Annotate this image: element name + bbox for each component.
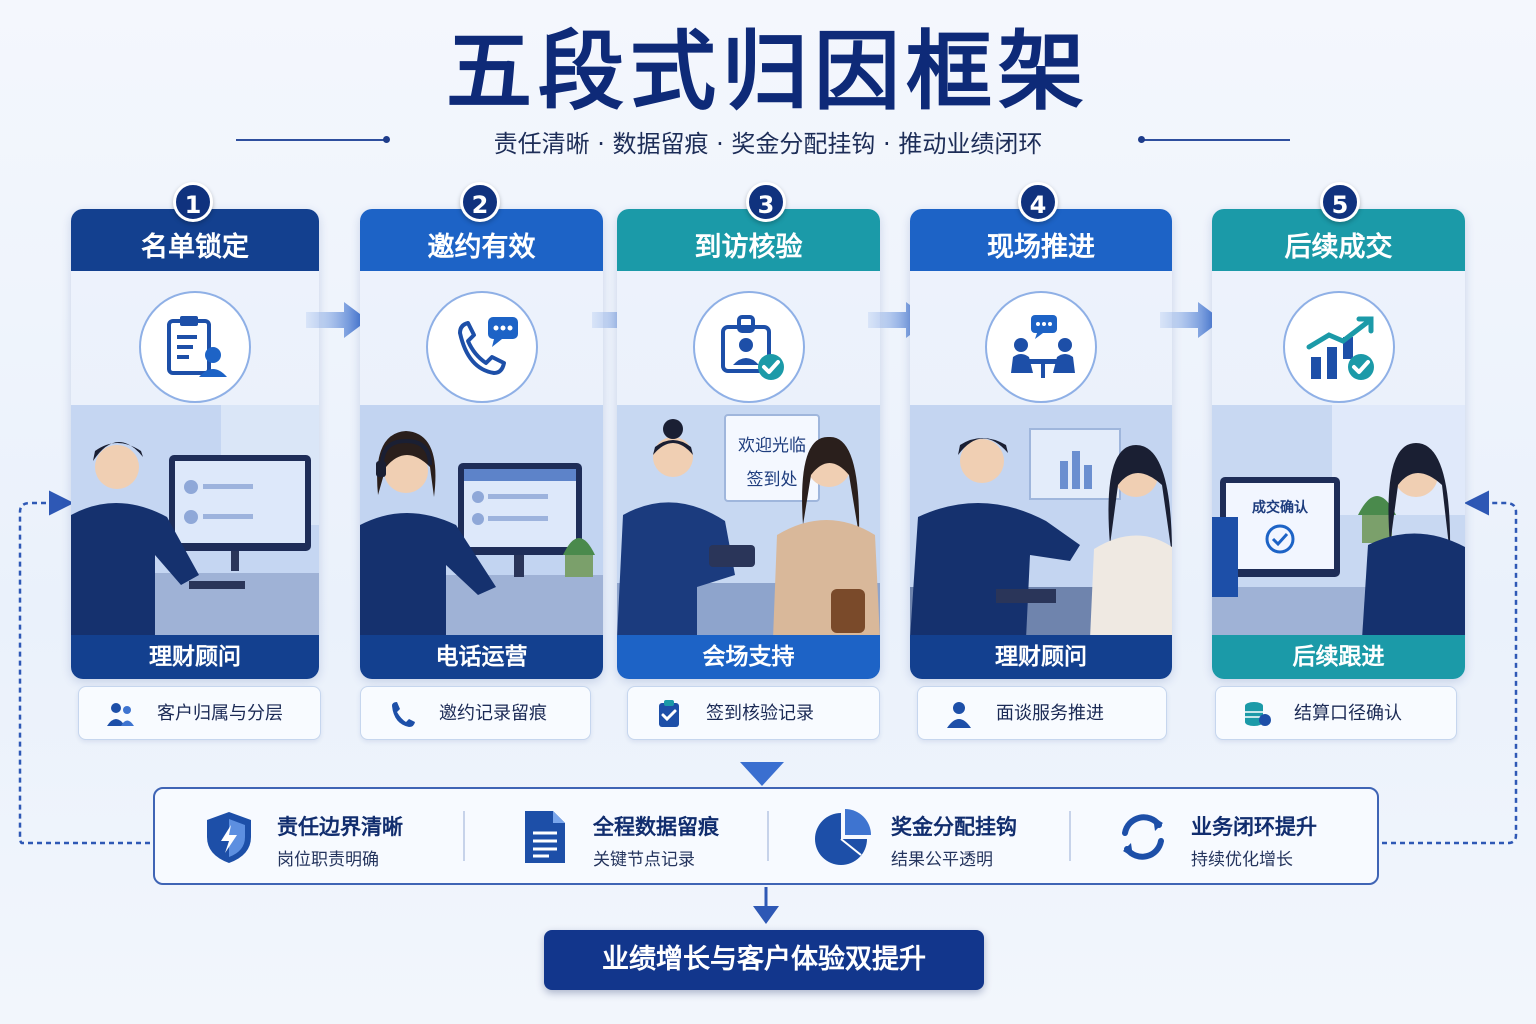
clipboard-check-icon	[659, 700, 679, 727]
step-detail-text: 客户归属与分层	[157, 703, 283, 724]
pillar-subtitle: 持续优化增长	[1191, 850, 1293, 870]
step-title: 到访核验	[617, 209, 880, 271]
pillar-title: 奖金分配挂钩	[891, 815, 1017, 839]
pillar-title: 业务闭环提升	[1191, 815, 1317, 839]
step-detail-tag: 面谈服务推进	[917, 686, 1167, 740]
step-number-badge: 3	[746, 182, 786, 222]
step-role-label: 后续跟进	[1212, 635, 1465, 679]
benefits-panel: 责任边界清晰 岗位职责明确 全程数据留痕 关键节点记录 奖金分配挂钩 结果公平透…	[153, 787, 1379, 885]
step-detail-text: 签到核验记录	[706, 703, 814, 724]
step-role-label: 理财顾问	[910, 635, 1172, 679]
scene-check-in-desk: 欢迎光临 签到处	[617, 405, 880, 639]
step-detail-tag: 邀约记录留痕	[360, 686, 591, 740]
step-card-onsite-promotion: 现场推进 理财顾问	[910, 209, 1172, 679]
subtitle-divider-left	[236, 139, 386, 141]
scene-phone-operator	[360, 405, 603, 639]
cycle-arrows-icon	[1122, 814, 1164, 860]
welcome-sign-line2: 签到处	[746, 470, 798, 490]
step-title: 现场推进	[910, 209, 1172, 271]
step-card-list-lock: 名单锁定 理财顾问	[71, 209, 319, 679]
step-title: 名单锁定	[71, 209, 319, 271]
result-banner: 业绩增长与客户体验双提升	[544, 930, 984, 990]
shield-icon	[207, 812, 251, 863]
step-detail-tag: 客户归属与分层	[78, 686, 321, 740]
step-number-badge: 4	[1018, 182, 1058, 222]
pillar-title: 全程数据留痕	[593, 815, 719, 839]
step-number-badge: 1	[173, 182, 213, 222]
step-detail-tag: 结算口径确认	[1215, 686, 1457, 740]
pie-chart-icon	[815, 809, 871, 865]
pillar-subtitle: 岗位职责明确	[277, 850, 379, 870]
step-card-visit-verification: 到访核验 欢迎光临 签到处 会场支持	[617, 209, 880, 679]
pillar-subtitle: 关键节点记录	[593, 850, 695, 870]
scene-advisor-consultation	[910, 405, 1172, 639]
page-title: 五段式归因框架	[446, 22, 1090, 122]
arrow-right-icon	[306, 302, 368, 338]
subtitle-divider-right	[1140, 139, 1290, 141]
step-detail-tag: 签到核验记录	[627, 686, 880, 740]
deal-confirm-screen-text: 成交确认	[1252, 500, 1308, 516]
step-role-label: 电话运营	[360, 635, 603, 679]
step-role-label: 会场支持	[617, 635, 880, 679]
phone-icon	[392, 702, 415, 727]
pillar-divider	[1069, 811, 1071, 861]
page-subtitle: 责任清晰 · 数据留痕 · 奖金分配挂钩 · 推动业绩闭环	[493, 130, 1043, 158]
step-role-label: 理财顾问	[71, 635, 319, 679]
coins-icon	[1245, 702, 1271, 726]
person-icon	[947, 702, 971, 728]
users-icon	[107, 703, 134, 726]
step-detail-text: 面谈服务推进	[996, 703, 1104, 724]
pillar-responsibility: 责任边界清晰 岗位职责明确	[201, 789, 451, 883]
pillar-divider	[463, 811, 465, 861]
welcome-sign-line1: 欢迎光临	[738, 436, 806, 456]
step-detail-text: 邀约记录留痕	[439, 703, 547, 724]
arrow-right-icon	[1160, 302, 1222, 338]
step-detail-text: 结算口径确认	[1294, 703, 1402, 724]
step-card-valid-invitation: 邀约有效 电话运营	[360, 209, 603, 679]
pillar-subtitle: 结果公平透明	[891, 850, 993, 870]
meeting-icon	[985, 291, 1097, 403]
growth-check-icon	[1282, 291, 1395, 403]
pillar-title: 责任边界清晰	[277, 815, 403, 839]
subtitle-divider-dot-left	[383, 136, 390, 143]
step-number-badge: 2	[460, 182, 500, 222]
pillar-bonus-allocation: 奖金分配挂钩 结果公平透明	[815, 789, 1065, 883]
scene-deal-confirmation: 成交确认	[1212, 405, 1465, 639]
clipboard-user-icon	[139, 291, 251, 403]
badge-check-icon	[692, 291, 805, 403]
pillar-business-loop: 业务闭环提升 持续优化增长	[1115, 789, 1365, 883]
pillar-data-trace: 全程数据留痕 关键节点记录	[517, 789, 767, 883]
subtitle-divider-dot-right	[1138, 136, 1145, 143]
document-icon	[525, 811, 565, 863]
pillar-divider	[767, 811, 769, 861]
phone-chat-icon	[425, 291, 538, 403]
step-card-follow-up-deal: 后续成交 成交确认 后续跟进	[1212, 209, 1465, 679]
scene-advisor-at-computer	[71, 405, 319, 639]
step-number-badge: 5	[1320, 182, 1360, 222]
